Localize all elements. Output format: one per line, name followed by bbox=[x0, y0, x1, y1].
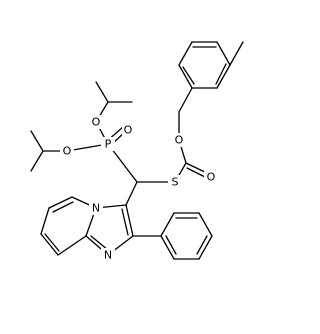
bond bbox=[178, 87, 193, 113]
bond bbox=[90, 235, 109, 251]
bond bbox=[40, 207, 50, 235]
bond bbox=[196, 235, 208, 255]
atom-o-carbonyl-label: O bbox=[207, 171, 216, 184]
bond bbox=[160, 235, 175, 260]
bond bbox=[198, 212, 213, 237]
bond bbox=[216, 41, 231, 66]
bond bbox=[165, 235, 177, 255]
atom-p: P bbox=[101, 137, 115, 151]
atom-s: S bbox=[168, 175, 182, 189]
bond bbox=[198, 235, 213, 260]
bond bbox=[95, 81, 109, 103]
bond bbox=[215, 63, 227, 85]
bond bbox=[160, 212, 175, 237]
bond bbox=[30, 150, 44, 172]
bond bbox=[178, 41, 193, 66]
bond bbox=[44, 233, 60, 252]
bond bbox=[48, 196, 73, 209]
bond bbox=[125, 204, 134, 237]
bond bbox=[178, 64, 193, 89]
atom-s-label: S bbox=[172, 176, 179, 189]
atom-o-aryl-ester: O bbox=[172, 133, 186, 147]
atom-o-carbonyl: O bbox=[204, 170, 218, 184]
bond bbox=[121, 208, 129, 236]
bond bbox=[40, 233, 59, 256]
bond bbox=[216, 64, 231, 89]
atom-o-aryl-ester-label: O bbox=[175, 134, 184, 147]
atom-n-ring: N bbox=[101, 248, 115, 262]
bond bbox=[30, 130, 44, 152]
atom-o-ester-lower: O bbox=[60, 144, 74, 158]
atom-n-bridge: N bbox=[89, 201, 103, 215]
atom-o-double-p: O bbox=[122, 123, 135, 137]
atom-n-bridge-label: N bbox=[92, 202, 100, 215]
bond bbox=[125, 181, 138, 206]
bond bbox=[229, 41, 244, 66]
bond bbox=[57, 235, 87, 256]
bond bbox=[182, 66, 195, 85]
atom-o-double-p-label: O bbox=[124, 124, 133, 137]
atom-p-label: P bbox=[105, 138, 112, 151]
molecule-structure: P O O O S O O N bbox=[30, 41, 244, 262]
atom-labels: P O O O S O O N bbox=[60, 115, 218, 262]
atom-o-ester-upper-label: O bbox=[92, 116, 101, 129]
atom-o-ester-upper: O bbox=[89, 115, 103, 129]
bond bbox=[52, 201, 74, 213]
atom-n-ring-label: N bbox=[104, 249, 112, 262]
atom-o-ester-lower-label: O bbox=[63, 145, 72, 158]
